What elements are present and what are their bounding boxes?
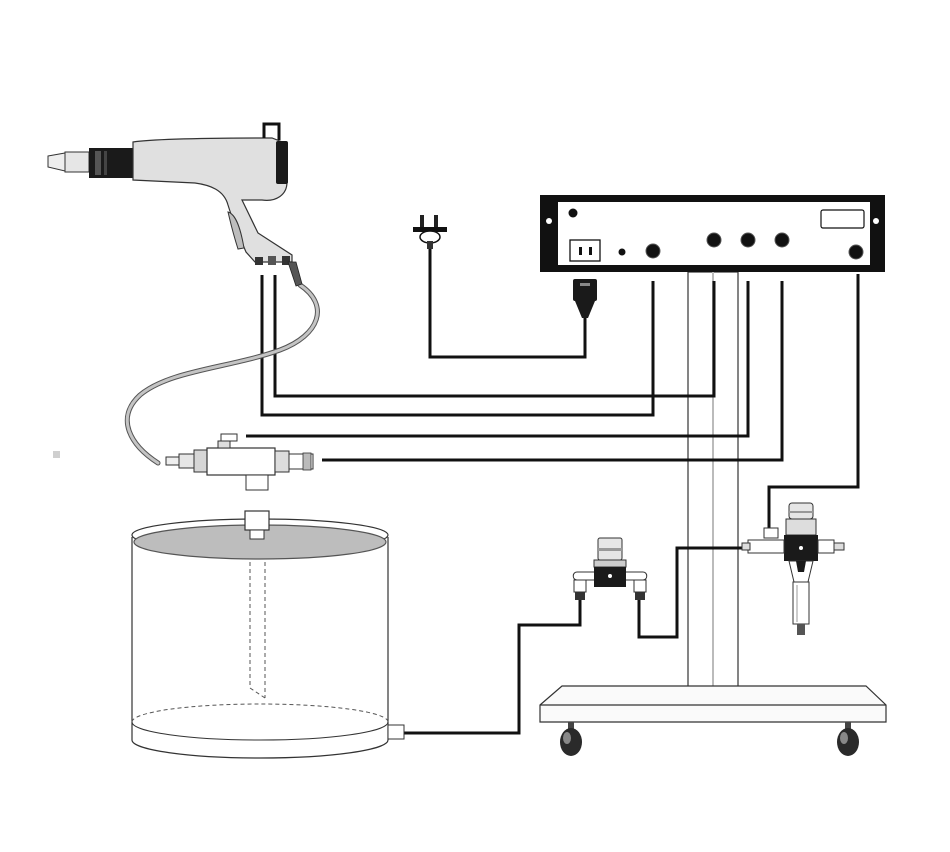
gun-nozzle-tip [47, 152, 66, 172]
spray-gun [47, 122, 303, 287]
dilution-air-socket [774, 232, 790, 248]
screw-icon [546, 218, 552, 224]
gun-cable-socket [645, 243, 661, 259]
fluidizing-valve [572, 537, 648, 600]
caster-wheel-right [837, 722, 859, 756]
hopper-lid-fitting [244, 510, 270, 531]
powder-injector [165, 433, 314, 491]
gun-high-voltage-cable [260, 275, 655, 417]
stand-column-inner [712, 272, 714, 687]
powder-hose [124, 282, 320, 466]
power-inlet-socket [569, 239, 601, 262]
injector-air-line [246, 281, 750, 438]
mains-power-cable [428, 249, 587, 359]
hopper-wall [131, 537, 389, 759]
air-filter-regulator [741, 502, 845, 635]
gun-nozzle [64, 151, 90, 173]
control-unit [540, 195, 885, 272]
dilution-air-line [322, 281, 784, 462]
status-led-icon [618, 248, 626, 256]
trigger-cable-socket [706, 232, 722, 248]
compressed-air-supply-line [767, 274, 860, 528]
gun-trigger-cable [273, 275, 716, 398]
power-plug-icon [413, 215, 447, 249]
fluidizing-plate [131, 703, 389, 723]
regulator-to-valve-line [637, 546, 745, 639]
caster-wheel-left [560, 722, 582, 756]
marker-square [53, 451, 60, 458]
gun-trigger [227, 211, 245, 250]
powder-hopper [131, 510, 405, 759]
air-inlet-socket [848, 244, 864, 260]
gun-back-cap [276, 141, 288, 184]
stand-base [539, 685, 887, 723]
hopper-air-fitting [387, 724, 405, 740]
power-indicator-icon [568, 208, 578, 218]
injector-air-socket [740, 232, 756, 248]
gun-body [132, 137, 293, 263]
screw-icon [873, 218, 879, 224]
display-window [820, 209, 865, 229]
power-connector [573, 279, 597, 318]
gun-hook [262, 122, 281, 140]
fluidizing-air-line [404, 600, 582, 735]
connection-cables [246, 249, 860, 735]
